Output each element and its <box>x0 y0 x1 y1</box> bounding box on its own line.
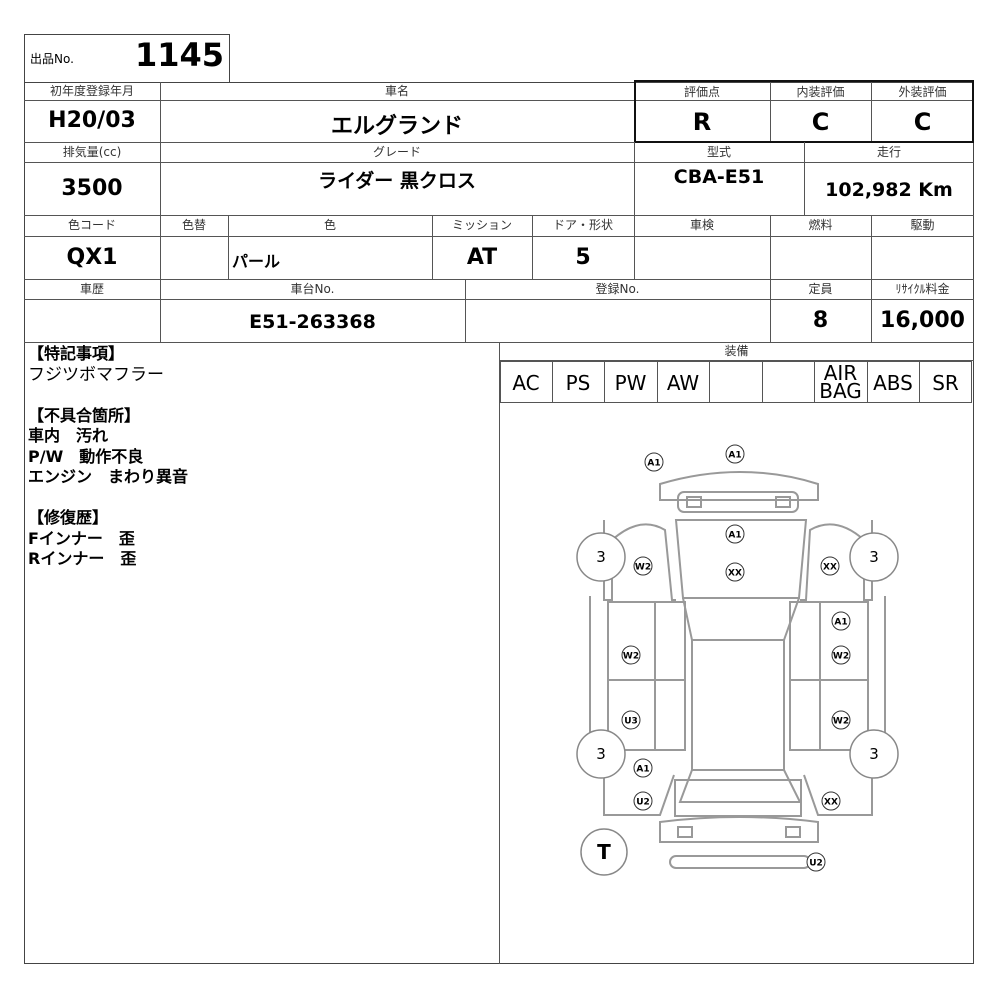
car-damage-diagram: 3 3 3 3 T A1 A1 A1 XX W2 XX A1 W2 W2 U3 … <box>576 444 899 876</box>
header-drive: 駆動 <box>910 218 935 232</box>
damage-code: W2 <box>623 652 639 662</box>
header-score: 評価点 <box>683 85 720 99</box>
header-color-code: 色コード <box>67 218 116 232</box>
damage-code: XX <box>823 563 837 573</box>
header-capacity: 定員 <box>808 282 833 296</box>
header-color-change: 色替 <box>181 218 206 232</box>
defects-title: 【不具合箇所】 <box>28 406 141 425</box>
special-note-item: フジツボマフラー <box>28 365 164 385</box>
damage-code: A1 <box>834 618 847 628</box>
score-value: R <box>692 108 712 136</box>
damage-code: W2 <box>635 563 651 573</box>
damage-code: XX <box>728 569 742 579</box>
header-recycle: ﾘｻｲｸﾙ料金 <box>895 282 950 296</box>
equip-pw: PW <box>614 371 647 395</box>
doors-value: 5 <box>575 245 591 270</box>
header-mileage: 走行 <box>876 145 901 159</box>
header-interior: 内装評価 <box>796 85 845 99</box>
equip-ac: AC <box>512 371 540 395</box>
damage-code: A1 <box>647 459 660 469</box>
lot-box <box>24 34 230 83</box>
lot-label: 出品No. <box>30 52 74 66</box>
equip-ps: PS <box>565 371 591 395</box>
equip-sr: SR <box>932 371 959 395</box>
damage-code: XX <box>824 798 838 808</box>
header-model: 型式 <box>706 145 731 159</box>
damage-code: U2 <box>809 859 823 869</box>
color-value: パール <box>232 252 281 271</box>
header-exterior: 外装評価 <box>898 85 947 99</box>
damage-code: A1 <box>728 451 741 461</box>
tire-rr: 3 <box>869 745 879 763</box>
equip-airbag: AIR BAG <box>819 361 862 403</box>
header-registration: 登録No. <box>595 282 640 296</box>
model-value: CBA-E51 <box>673 166 765 188</box>
header-history: 車歴 <box>79 282 104 296</box>
damage-code: U2 <box>636 798 650 808</box>
capacity-value: 8 <box>812 308 829 333</box>
tire-lr: 3 <box>596 745 606 763</box>
header-transmission: ミッション <box>451 218 512 232</box>
defect-item: P/W 動作不良 <box>28 447 144 466</box>
special-notes-title: 【特記事項】 <box>28 344 125 363</box>
repair-history-title: 【修復歴】 <box>28 508 109 527</box>
repair-item: Fインナー 歪 <box>28 529 135 548</box>
header-car-name: 車名 <box>384 84 409 98</box>
lot-number: 1145 <box>134 36 224 74</box>
spare-tire: T <box>597 840 611 864</box>
repair-item: Rインナー 歪 <box>28 549 137 568</box>
header-displacement: 排気量(cc) <box>62 145 122 159</box>
header-equipment: 装備 <box>724 344 749 358</box>
header-doors: ドア・形状 <box>552 218 613 232</box>
damage-code: W2 <box>833 717 849 727</box>
header-chassis: 車台No. <box>290 282 335 296</box>
mileage-value: 102,982 Km <box>825 179 953 201</box>
damage-code: U3 <box>624 717 638 727</box>
tire-lf: 3 <box>596 548 606 566</box>
equip-abs: ABS <box>873 371 913 395</box>
header-first-reg: 初年度登録年月 <box>49 84 134 98</box>
header-color: 色 <box>323 218 336 232</box>
recycle-value: 16,000 <box>880 308 965 333</box>
transmission-value: AT <box>466 245 498 270</box>
equipment-row <box>500 361 972 403</box>
tire-rf: 3 <box>869 548 879 566</box>
grade-value: ライダー 黒クロス <box>318 170 476 192</box>
exterior-value: C <box>913 108 932 136</box>
header-fuel: 燃料 <box>808 218 833 232</box>
chassis-value: E51-263368 <box>249 311 376 333</box>
damage-code: W2 <box>833 652 849 662</box>
interior-value: C <box>811 108 830 136</box>
defect-item: 車内 汚れ <box>28 426 109 445</box>
equip-aw: AW <box>666 371 700 395</box>
color-code-value: QX1 <box>66 245 118 270</box>
damage-code: A1 <box>728 531 741 541</box>
car-name-value: エルグランド <box>330 114 463 139</box>
first-reg-value: H20/03 <box>48 108 136 133</box>
defect-item: エンジン まわり異音 <box>28 467 189 486</box>
damage-code: A1 <box>636 765 649 775</box>
displacement-value: 3500 <box>61 176 123 201</box>
header-inspection: 車検 <box>689 218 714 232</box>
header-grade: グレード <box>372 145 421 159</box>
